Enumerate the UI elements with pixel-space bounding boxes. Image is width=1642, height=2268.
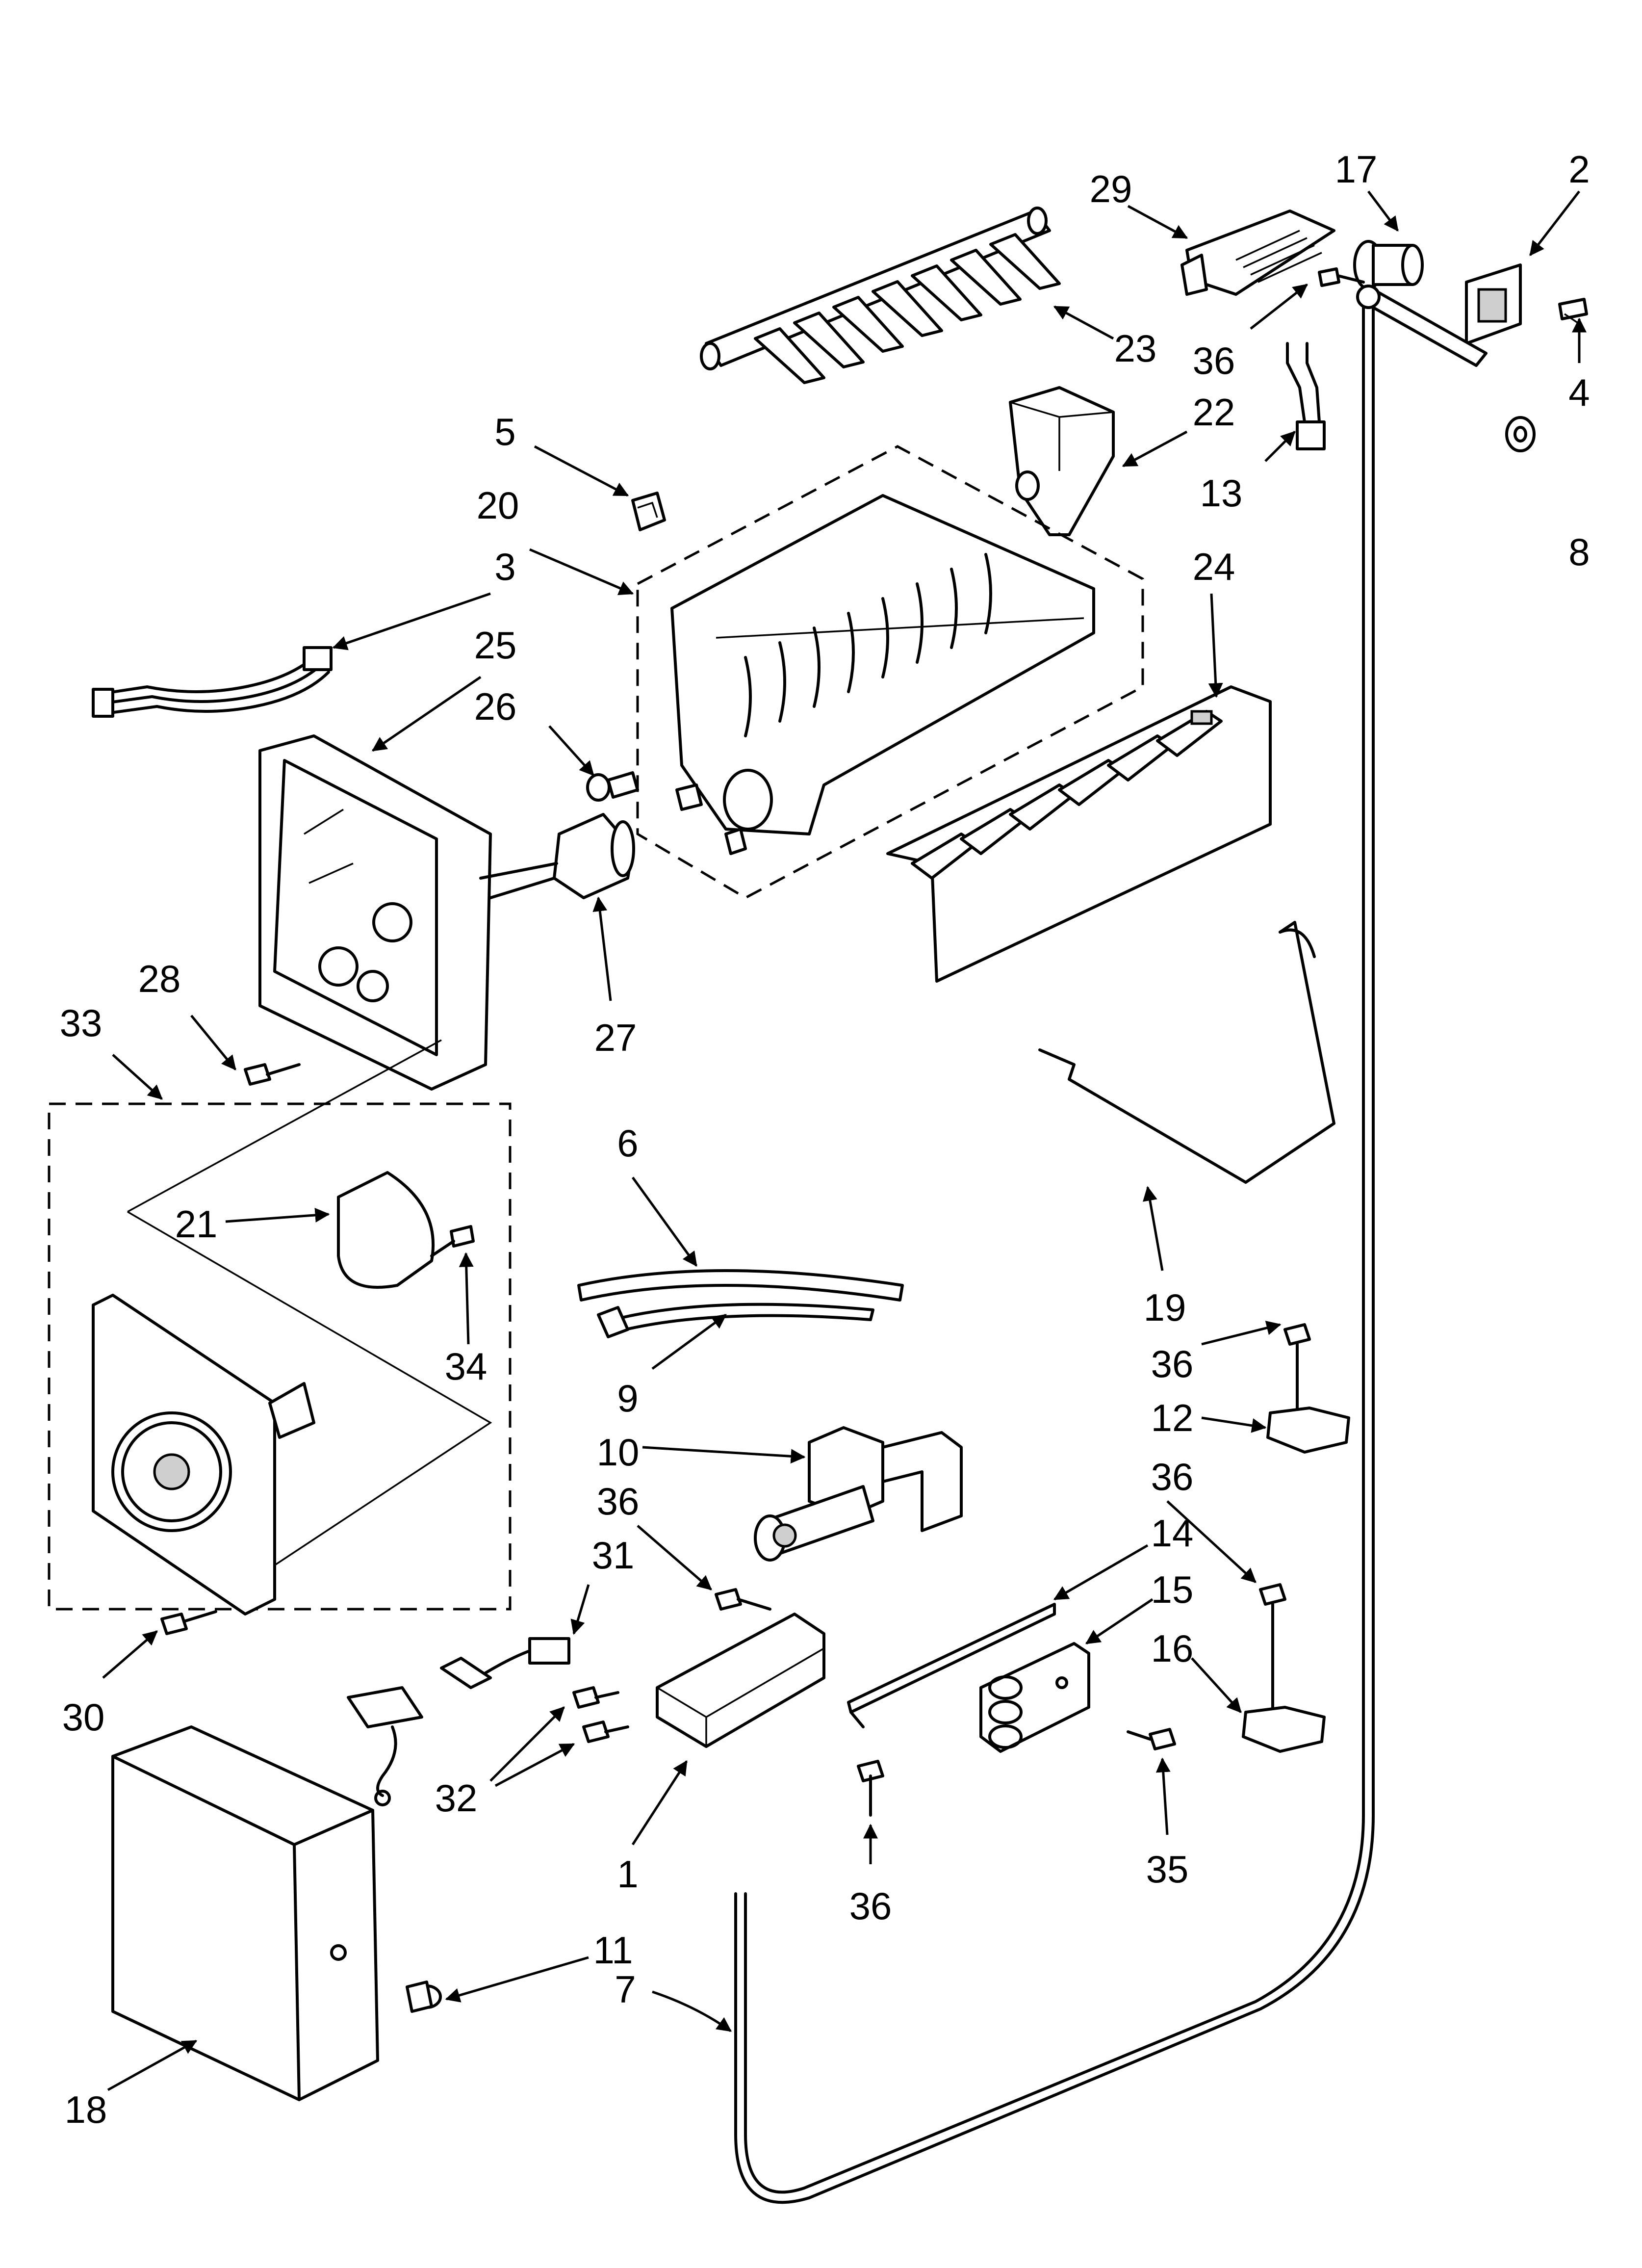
callout-33: 33 [60,1001,103,1044]
callout-26: 26 [474,685,517,728]
callout-16: 16 [1151,1627,1194,1670]
callout-25: 25 [474,624,517,667]
callout-20: 20 [477,484,519,527]
callout-27: 27 [594,1016,637,1059]
screw-part-36-bottom [857,1760,884,1817]
callout-14: 14 [1151,1512,1194,1555]
callout-21: 21 [175,1202,218,1246]
heater-part-14 [847,1603,1056,1728]
callout-34: 34 [445,1345,487,1388]
clip-part-12 [1266,1323,1350,1454]
clip-part-16 [1242,1583,1326,1753]
control-module-part-33 [48,1039,512,1616]
plug-part-11 [406,1981,442,2013]
callout-30: 30 [62,1695,105,1739]
motor-part-27 [479,813,635,899]
callout-15: 15 [1151,1568,1194,1611]
callout-9: 9 [617,1377,638,1420]
callout-36: 36 [1151,1455,1194,1498]
callout-10: 10 [597,1431,640,1474]
connector-part-13 [1286,342,1326,450]
ejector-part-23 [700,207,1061,384]
water-valve-part-10 [754,1426,963,1562]
callout-4: 4 [1568,371,1590,414]
callout-22: 22 [1193,391,1235,434]
stripper-part-24 [886,685,1272,983]
bracket-part-1 [656,1613,825,1748]
screw-part-35 [1127,1728,1176,1750]
callout-24: 24 [1193,545,1235,588]
fill-cup-part-22 [1009,386,1115,536]
callout-36: 36 [849,1884,892,1928]
bearing-part-17 [1353,240,1424,290]
bracket-part-2 [1465,263,1522,345]
clip-part-5 [631,492,666,531]
housing-part-25 [258,734,492,1091]
callout-5: 5 [494,410,515,453]
screw-part-30 [160,1610,217,1635]
callout-6: 6 [617,1121,638,1165]
callout-29: 29 [1090,167,1132,210]
callout-12: 12 [1151,1396,1194,1439]
callout-18: 18 [65,2088,107,2131]
screw-part-36-top [1318,267,1365,287]
mold-part-20 [636,445,1144,899]
callout-31: 31 [592,1534,635,1577]
callout-36: 36 [1151,1342,1194,1385]
callout-35: 35 [1146,1848,1189,1891]
bail-arm-part-19 [1038,921,1335,1184]
callout-32: 32 [435,1776,478,1820]
callout-2: 2 [1568,148,1590,191]
callout-23: 23 [1114,327,1157,370]
callout-17: 17 [1335,148,1378,191]
callout-36: 36 [597,1480,640,1523]
callout-1: 1 [617,1852,638,1896]
callout-8: 8 [1568,530,1590,574]
tube-part-6 [577,1269,904,1302]
washer-part-8 [1505,416,1536,452]
callout-7: 7 [615,1968,636,2011]
tube-part-9 [597,1303,874,1338]
leader-lines [102,190,1587,2091]
cover-plate-part-29 [1180,209,1335,296]
screw-part-4 [1558,298,1588,325]
fill-tube-shaft [734,285,1488,2204]
clamp-part-15 [979,1642,1090,1753]
harness-part-3 [92,646,333,718]
wiring-part-31 [347,1637,570,1806]
cover-part-18 [111,1725,379,2101]
callout-3: 3 [494,545,515,588]
callout-13: 13 [1200,471,1243,515]
cap-part-26 [586,771,639,802]
screws-part-32 [572,1686,629,1743]
screw-part-36-bracket [715,1588,771,1611]
callout-11: 11 [593,1929,633,1972]
callout-36: 36 [1193,339,1235,382]
screw-part-28 [244,1063,301,1086]
callout-labels: 29 17 2 23 36 4 5 22 13 20 8 3 24 25 26 … [60,148,1590,2131]
callout-19: 19 [1144,1286,1186,1329]
callout-28: 28 [138,957,181,1000]
